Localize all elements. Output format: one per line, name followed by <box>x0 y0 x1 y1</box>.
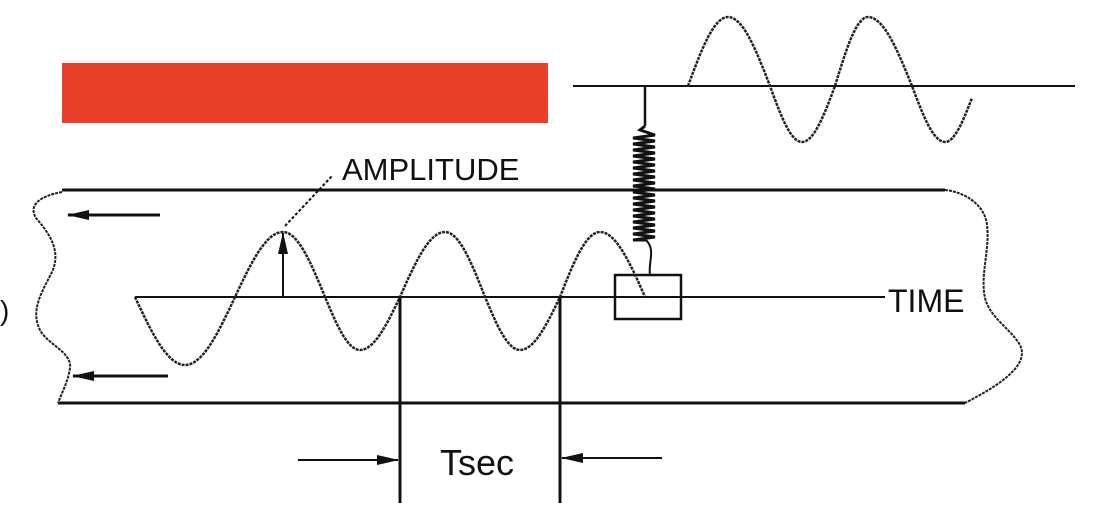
period-label: Tsec <box>440 442 514 483</box>
edge-paren: ) <box>0 295 9 326</box>
amplitude-leader <box>284 175 333 227</box>
top-sine-wave <box>686 15 974 144</box>
spring-hook <box>645 239 653 276</box>
spring-icon <box>632 124 656 242</box>
main-sine-wave <box>133 230 647 367</box>
band-left-break <box>32 191 72 404</box>
redaction-box <box>62 63 548 123</box>
band-right-break <box>944 189 1023 404</box>
time-label: TIME <box>888 283 964 319</box>
amplitude-label: AMPLITUDE <box>342 152 519 187</box>
